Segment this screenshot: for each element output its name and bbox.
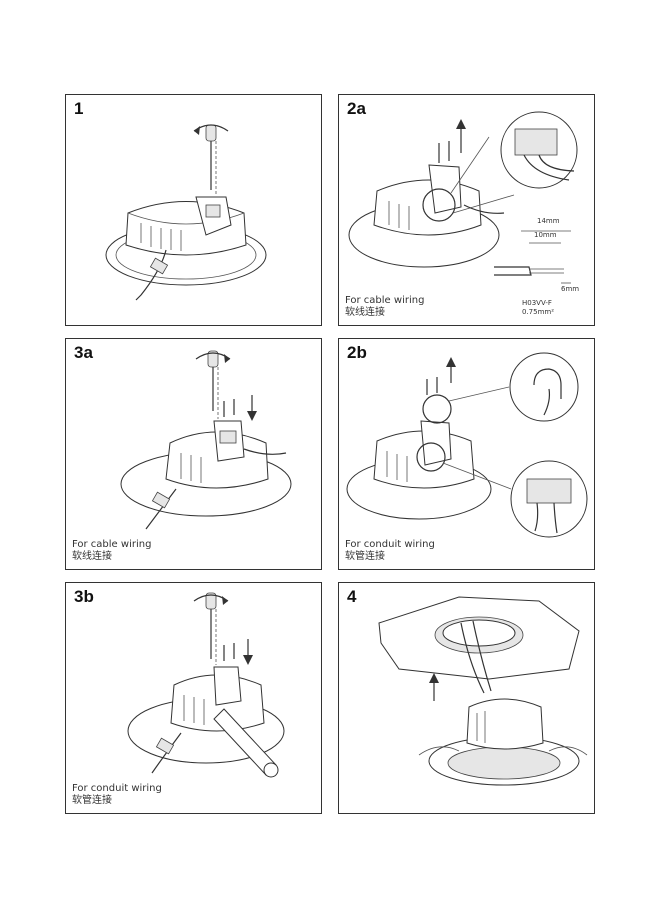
cable-type-label: H03VV-F xyxy=(522,299,552,307)
ceiling-installation-illustration xyxy=(378,596,588,786)
caption-en: For cable wiring xyxy=(345,295,425,306)
dimension-6mm: 6mm xyxy=(561,285,580,293)
caption-zh: 软管连接 xyxy=(345,551,385,562)
caption-en: For conduit wiring xyxy=(72,783,162,794)
instruction-grid: 1 xyxy=(65,94,595,820)
panel-step-3a: 3a For cable wiri xyxy=(65,338,322,570)
dimension-10mm: 10mm xyxy=(534,231,557,239)
conduit-wiring-close-illustration xyxy=(127,592,285,778)
screwdriver-icon xyxy=(205,124,217,190)
caption-zh: 软管连接 xyxy=(72,795,112,806)
step-number: 3a xyxy=(74,343,93,362)
caption-zh: 软线连接 xyxy=(345,307,385,318)
step-number: 3b xyxy=(74,587,94,606)
detail-callout-icon xyxy=(422,188,456,222)
caption: For conduit wiring 软管连接 xyxy=(72,783,162,807)
cable-size-label: 0.75mm² xyxy=(522,308,555,316)
panel-step-2b: 2b For conduit wiring xyxy=(338,338,595,570)
conduit-wiring-terminal-illustration xyxy=(346,352,588,538)
step-number: 2b xyxy=(347,343,367,362)
caption: For conduit wiring 软管连接 xyxy=(345,539,435,563)
screwdriver-icon xyxy=(207,350,219,411)
panel-step-1: 1 xyxy=(65,94,322,326)
caption-zh: 软线连接 xyxy=(72,551,112,562)
step-number: 2a xyxy=(347,99,366,118)
screwdriver-icon xyxy=(205,592,217,659)
panel-step-2a: 2a xyxy=(338,94,595,326)
caption: For cable wiring 软线连接 xyxy=(72,539,151,563)
step-number: 1 xyxy=(74,99,84,118)
step-number: 4 xyxy=(347,587,357,606)
panel-step-4: 4 xyxy=(338,582,595,814)
downlight-remove-cover-illustration xyxy=(105,124,267,301)
caption-en: For cable wiring xyxy=(72,539,152,550)
caption-en: For conduit wiring xyxy=(345,539,435,550)
panel-step-3b: 3b For conduit wi xyxy=(65,582,322,814)
caption: For cable wiring 软线连接 xyxy=(345,295,424,319)
cable-wiring-close-illustration xyxy=(120,350,292,530)
cable-wiring-terminal-illustration xyxy=(348,111,578,284)
detail-callout-icon xyxy=(422,394,452,424)
dimension-14mm: 14mm xyxy=(537,217,560,225)
